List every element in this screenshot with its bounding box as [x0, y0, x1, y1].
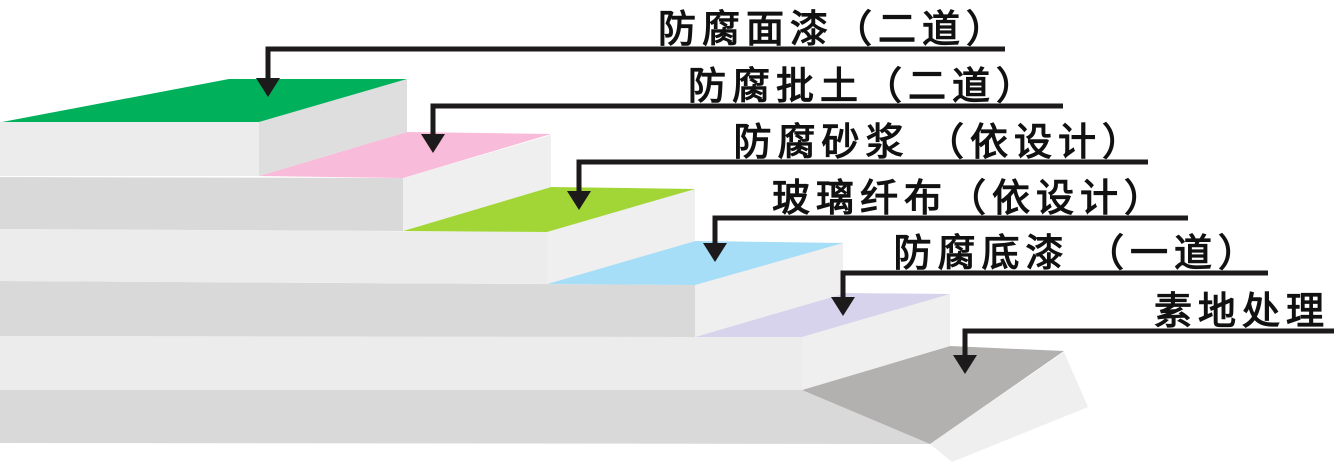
layer-mortar-side-face — [547, 189, 695, 284]
label-mortar: 防腐砂浆 （依设计） — [733, 122, 1146, 164]
layer-substrate-top-face — [802, 346, 1064, 444]
arrowhead-putty-icon — [421, 134, 445, 153]
arrowhead-fiberglass-icon — [703, 243, 727, 262]
leader-line-primer — [840, 270, 1268, 299]
layer-mortar-front-face — [0, 229, 547, 284]
label-fiberglass: 玻璃纤布（依设计） — [772, 178, 1168, 220]
label-primer: 防腐底漆 （一道） — [893, 233, 1262, 275]
layer-substrate-front-face — [0, 390, 930, 444]
layer-fiberglass-top-face — [547, 241, 843, 285]
label-substrate: 素地处理 — [1154, 291, 1330, 333]
leader-line-topcoat — [265, 46, 1005, 80]
leader-line-fiberglass — [712, 215, 1188, 245]
layer-putty-side-face — [403, 135, 551, 231]
leader-line-mortar — [576, 159, 1148, 193]
arrowhead-mortar-icon — [567, 191, 591, 210]
layer-fiberglass-side-face — [695, 242, 843, 337]
layer-topcoat-side-face — [259, 79, 407, 176]
layer-putty-front-face — [0, 177, 403, 231]
label-topcoat: 防腐面漆（二道） — [658, 9, 1010, 51]
layer-putty-top-face — [259, 132, 551, 178]
layer-topcoat-front-face — [0, 122, 259, 176]
layer-topcoat-top-face — [2, 79, 407, 122]
layer-fiberglass-front-face — [0, 281, 695, 337]
layer-mortar-top-face — [403, 187, 695, 232]
arrowhead-substrate-icon — [953, 355, 977, 374]
layer-substrate-side-face — [930, 352, 1088, 462]
layer-primer-side-face — [802, 294, 950, 390]
leader-line-substrate — [962, 328, 1334, 357]
arrowhead-primer-icon — [831, 297, 855, 316]
layer-primer-front-face — [0, 336, 802, 390]
layer-primer-top-face — [695, 293, 950, 337]
arrowhead-topcoat-icon — [256, 78, 280, 97]
leader-line-putty — [430, 103, 1063, 136]
label-putty: 防腐批土（二道） — [688, 66, 1040, 108]
